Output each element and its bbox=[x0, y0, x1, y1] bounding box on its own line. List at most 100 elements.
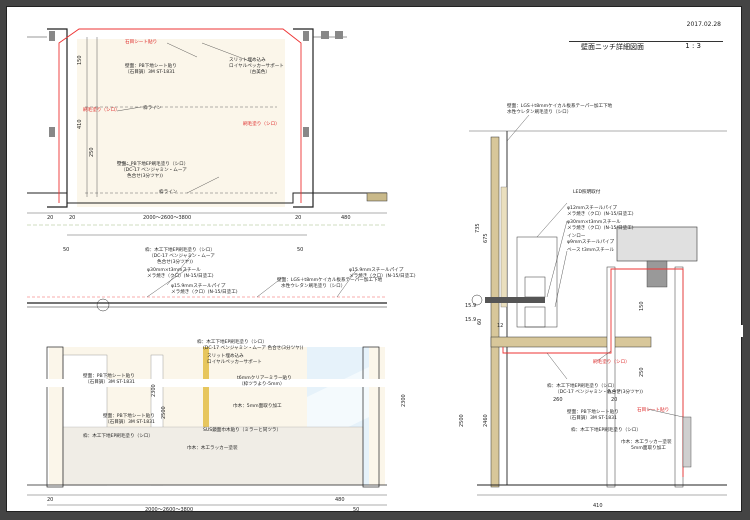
section-dim: 260 bbox=[553, 397, 563, 403]
plan-paint-left: 刷毛塗り（シロ） bbox=[83, 106, 120, 113]
plan-slit-label: ロイヤルペッカーサポート bbox=[229, 62, 284, 69]
elev-mirror-label: t6mmクリアーミラー貼り bbox=[237, 374, 292, 381]
drawing-canvas: 石目シート貼り スリット埋め込み ロイヤルペッカーサポート （古美色） 壁面：P… bbox=[7, 28, 743, 513]
section-break bbox=[7, 379, 477, 387]
section-pipe-label: φ9mmスチールパイプ bbox=[567, 239, 614, 245]
plan-corner-block bbox=[366, 192, 388, 202]
plan-left-wall bbox=[47, 28, 68, 208]
section-dim: 250 bbox=[639, 367, 645, 377]
plan-wall-paint: （DC-17 ベンジャミン・ムーア bbox=[121, 167, 187, 173]
elev-pipe-label: メラ焼き（クロ）(N-15/日塗工) bbox=[349, 272, 416, 279]
section-dim: 410 bbox=[593, 503, 603, 509]
plan-dim: 2000～2600～3800 bbox=[143, 215, 191, 221]
drawing-title: 壁面ニッチ詳細図面 bbox=[581, 43, 644, 51]
plan-dim: 250 bbox=[89, 147, 95, 157]
elev-lgs-label: 壁面：LGS＋t8mmケイカル板系テーパー加工下地 bbox=[277, 276, 383, 283]
section-lacquer-label: 巾木：木工ラッカー塗装 bbox=[621, 438, 672, 445]
plan-frame-label: 枠ライン bbox=[159, 188, 178, 195]
drawing-date: 2017.02.28 bbox=[686, 21, 721, 28]
elev-wood-label: 枠：木工下地EP刷毛塗り（シロ） bbox=[145, 246, 215, 253]
section-sheet-outline bbox=[502, 268, 684, 477]
section-bracket bbox=[516, 236, 558, 328]
section-dim: 2460 bbox=[483, 414, 489, 427]
plan-right-wall bbox=[293, 28, 314, 208]
elev-pipe-label: φ30mm×t3mmスチール bbox=[147, 267, 201, 273]
plan-dim: 50 bbox=[63, 247, 69, 253]
plan-slit-label: スリット埋め込み bbox=[229, 56, 266, 63]
drawing-scale: 1 : 3 bbox=[685, 42, 701, 50]
section-dim: 150 bbox=[639, 301, 645, 311]
elev-pipe-label: メラ焼き（クロ）(N-15/日塗工) bbox=[171, 288, 238, 295]
section-dim: 735 bbox=[475, 223, 481, 233]
section-pipe-label: メラ焼き（クロ）(N-15/日塗工) bbox=[567, 224, 634, 231]
section-pipe-label: φ12mmスチールパイプ bbox=[567, 205, 617, 211]
plan-wall-paint: 壁面：PB下地EP刷毛塗り（シロ） bbox=[117, 160, 188, 167]
section-dim: 60 bbox=[477, 319, 483, 325]
plan-bottom-wall bbox=[27, 192, 387, 204]
elev-pipe-label: メラ焼き（クロ）(N-15/日塗工) bbox=[147, 272, 214, 279]
plan-sheet-outline bbox=[58, 28, 302, 203]
plan-dim: 20 bbox=[295, 215, 301, 221]
elev-frame-label: 枠：木工下地EP刷毛塗り（シロ） bbox=[197, 338, 267, 345]
elev-mirror-label: （枠ツラより-5mm） bbox=[239, 380, 285, 387]
section-break bbox=[7, 325, 743, 337]
plan-stud bbox=[303, 127, 309, 137]
section-ceiling-box bbox=[616, 226, 698, 262]
section-paint-label: 刷毛塗り（シロ） bbox=[593, 358, 630, 365]
plan-view: 石目シート貼り スリット埋め込み ロイヤルペッカーサポート （古美色） 壁面：P… bbox=[27, 28, 388, 253]
elev-dim: 20 bbox=[47, 497, 53, 503]
elev-dim: 2300 bbox=[401, 394, 407, 407]
section-wood-label: 色合せ(3分ツヤ)) bbox=[607, 388, 643, 395]
plan-stud bbox=[335, 31, 343, 39]
elev-slit-label: スリット埋め込み bbox=[207, 352, 244, 359]
section-base-label: 枠：木工下地EP刷毛塗り（シロ） bbox=[571, 426, 641, 433]
elev-dim: 50 bbox=[353, 507, 359, 513]
title-underline bbox=[569, 41, 723, 42]
section-view: 壁面：LGS＋t8mmケイカル板系テーパー加工下地 水性ウレタン刷毛塗り（シロ）… bbox=[459, 102, 727, 509]
plan-dim: 50 bbox=[297, 247, 303, 253]
elev-base-label: 枠：木工下地EP刷毛塗り（シロ） bbox=[83, 432, 153, 439]
plan-dim: 20 bbox=[69, 215, 75, 221]
section-lacquer-label: 5mm面取り加工 bbox=[631, 444, 666, 451]
plan-dim: 20 bbox=[47, 215, 53, 221]
elev-sheet-label: （石目調）3M ST-1831 bbox=[85, 378, 135, 385]
elev-wood-label: 色合せ(3分ツヤ)) bbox=[157, 258, 193, 265]
elevation-pipe-end bbox=[96, 298, 110, 312]
section-pipe-label: φ30mm×t3mmスチール bbox=[567, 219, 621, 225]
section-sheet-label: 壁面：PB下地シート貼り bbox=[567, 408, 619, 415]
section-shelf bbox=[490, 336, 652, 348]
elev-dim: 2300 bbox=[151, 384, 157, 397]
elev-pipe-label: φ15.9mmスチールパイプ bbox=[171, 283, 226, 289]
section-dim: 15.9 bbox=[465, 303, 476, 309]
plan-dim: 150 bbox=[77, 55, 83, 65]
plan-stud bbox=[49, 31, 55, 41]
elev-frame-label: (DC-17 ベンジャミン・ムーア 色合せ(3分ツヤ)) bbox=[203, 344, 304, 351]
elevation-view: 枠：木工下地EP刷毛塗り（シロ） （DC-17 ベンジャミン・ムーア 色合せ(3… bbox=[7, 246, 743, 513]
section-light bbox=[646, 260, 668, 288]
plan-wall-paint: 色合せ(3分ツヤ)) bbox=[127, 172, 163, 179]
elev-slit-label: ロイヤルペッカーサポート bbox=[207, 358, 262, 365]
section-dim: 2500 bbox=[459, 414, 465, 427]
elev-dim: 2000～2600～3800 bbox=[145, 507, 193, 513]
drawing-sheet: 2017.02.28 壁面ニッチ詳細図面 1 : 3 bbox=[6, 6, 743, 513]
elev-wood-label: （DC-17 ベンジャミン・ムーア bbox=[149, 253, 215, 259]
plan-wall-label: 壁面：PB下地シート貼り bbox=[125, 62, 177, 69]
elev-dim: 480 bbox=[335, 497, 345, 503]
plan-slit-label: （古美色） bbox=[247, 68, 270, 75]
title-block: 2017.02.28 壁面ニッチ詳細図面 1 : 3 bbox=[569, 21, 723, 55]
elev-trim-label: 巾木：5mm面取り加工 bbox=[233, 402, 282, 409]
section-sheet-label: （石目調）3M ST-1831 bbox=[567, 414, 617, 421]
section-pipe bbox=[485, 297, 545, 303]
plan-red-label: 石目シート貼り bbox=[125, 38, 157, 45]
plan-dim: 480 bbox=[341, 215, 351, 221]
elev-sheet-label: 壁面：PB下地シート貼り bbox=[103, 412, 155, 419]
plan-paint-right: 刷毛塗り（シロ） bbox=[243, 120, 280, 127]
section-lgs-label: 水性ウレタン刷毛塗り（シロ） bbox=[507, 108, 571, 115]
section-dim: 12 bbox=[497, 323, 503, 329]
plan-wall-label: （石目調）3M ST-1831 bbox=[125, 68, 175, 75]
section-red-sheet: 石目シート貼り bbox=[637, 406, 669, 413]
plan-stud bbox=[321, 31, 329, 39]
section-dim: 675 bbox=[483, 233, 489, 243]
plan-stud bbox=[49, 127, 55, 137]
section-dim: 15.9 bbox=[465, 317, 476, 323]
